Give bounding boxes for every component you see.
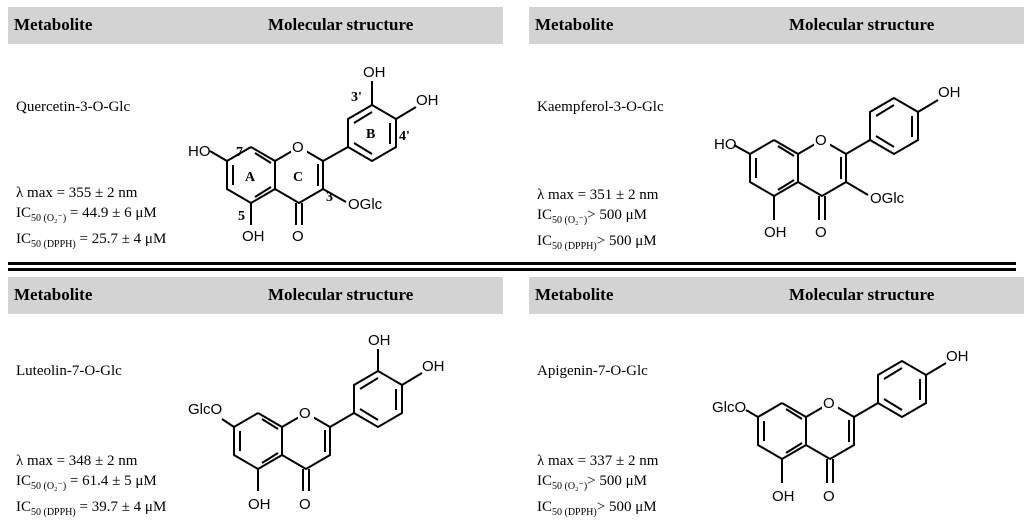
hydroxyl-4p: OH — [416, 92, 439, 109]
hydroxyl-5: OH — [242, 228, 265, 245]
position-3-label: 3 — [326, 190, 333, 205]
header-molecular-structure: Molecular structure — [268, 285, 414, 304]
header-metabolite: Metabolite — [14, 285, 93, 304]
lambda-max: λ max = 348 ± 2 nm — [16, 453, 138, 469]
ring-a-label: A — [245, 170, 256, 185]
header-molecular-structure: Molecular structure — [789, 15, 935, 34]
separator-line — [8, 262, 1016, 265]
o-glucoside-7: GlcO — [188, 401, 222, 418]
hydroxyl-7: HO — [714, 136, 737, 153]
table-header: Metabolite Molecular structure — [529, 7, 1024, 44]
ic50-o2: IC50 (O₂⁻)> 500 μM — [537, 473, 647, 492]
header-metabolite: Metabolite — [14, 15, 93, 34]
metabolite-name: Quercetin-3-O-Glc — [16, 99, 131, 115]
metabolite-name: Apigenin-7-O-Glc — [537, 363, 648, 379]
properties: λ max = 351 ± 2 nm IC50 (O₂⁻)> 500 μM IC… — [537, 185, 658, 257]
table-header: Metabolite Molecular structure — [529, 277, 1024, 314]
separator-line — [8, 268, 1016, 271]
keto-oxygen: O — [292, 228, 304, 245]
keto-oxygen: O — [299, 496, 311, 513]
molecular-structure-kaempferol: O HO OH O OGlc OH — [714, 84, 961, 241]
hydroxyl-5: OH — [248, 496, 271, 513]
hydroxyl-5: OH — [764, 224, 787, 241]
header-molecular-structure: Molecular structure — [789, 285, 935, 304]
properties: λ max = 355 ± 2 nm IC50 (O₂⁻) = 44.9 ± 6… — [16, 183, 166, 255]
position-7-label: 7 — [236, 145, 243, 160]
header-metabolite: Metabolite — [535, 285, 614, 304]
ic50-o2: IC50 (O₂⁻)> 500 μM — [537, 207, 647, 226]
hydroxyl-7: HO — [188, 143, 211, 160]
hydroxyl-4p: OH — [946, 348, 969, 365]
hydroxyl-5: OH — [772, 488, 795, 505]
position-4p-label: 4' — [399, 129, 410, 144]
table-header: Metabolite Molecular structure — [8, 7, 503, 44]
lambda-max: λ max = 351 ± 2 nm — [537, 187, 659, 203]
lambda-max: λ max = 355 ± 2 nm — [16, 185, 138, 201]
ring-b-label: B — [366, 127, 375, 142]
panel-kaempferol: Metabolite Molecular structure Kaempfero… — [529, 7, 1024, 262]
hydroxyl-3p: OH — [368, 332, 391, 349]
panel-luteolin: Metabolite Molecular structure Luteolin-… — [8, 277, 503, 532]
position-3p-label: 3' — [351, 90, 362, 105]
molecular-structure-apigenin: O GlcO OH O OH — [712, 348, 969, 505]
metabolite-name: Kaempferol-3-O-Glc — [537, 99, 664, 115]
ic50-dpph: IC50 (DPPH)> 500 μM — [537, 233, 657, 252]
ic50-dpph: IC50 (DPPH)> 500 μM — [537, 499, 657, 518]
hydroxyl-3p: OH — [363, 64, 386, 81]
properties: λ max = 348 ± 2 nm IC50 (O₂⁻) = 61.4 ± 5… — [16, 451, 166, 523]
ring-oxygen: O — [292, 139, 304, 156]
ic50-o2: IC50 (O₂⁻) = 44.9 ± 6 μM — [16, 205, 157, 224]
keto-oxygen: O — [815, 224, 827, 241]
position-5-label: 5 — [238, 209, 245, 224]
molecular-structure-luteolin: O GlcO OH O OH OH — [188, 332, 445, 513]
ic50-o2: IC50 (O₂⁻) = 61.4 ± 5 μM — [16, 473, 157, 492]
keto-oxygen: O — [823, 488, 835, 505]
ring-c-label: C — [293, 170, 303, 185]
o-glucoside-7: GlcO — [712, 399, 746, 416]
hydroxyl-4p: OH — [938, 84, 961, 101]
table-header: Metabolite Molecular structure — [8, 277, 503, 314]
panel-quercetin: Metabolite Molecular structure Quercetin… — [8, 7, 503, 262]
o-glucoside: OGlc — [870, 190, 905, 207]
properties: λ max = 337 ± 2 nm IC50 (O₂⁻)> 500 μM IC… — [537, 451, 658, 523]
ic50-dpph: IC50 (DPPH) = 39.7 ± 4 μM — [16, 499, 167, 518]
metabolite-name: Luteolin-7-O-Glc — [16, 363, 122, 379]
ring-oxygen: O — [823, 395, 835, 412]
lambda-max: λ max = 337 ± 2 nm — [537, 453, 659, 469]
panel-apigenin: Metabolite Molecular structure Apigenin-… — [529, 277, 1024, 532]
header-molecular-structure: Molecular structure — [268, 15, 414, 34]
o-glucoside: OGlc — [348, 196, 383, 213]
ic50-dpph: IC50 (DPPH) = 25.7 ± 4 μM — [16, 231, 167, 250]
ring-oxygen: O — [299, 405, 311, 422]
ring-oxygen: O — [815, 132, 827, 149]
molecular-structure-quercetin: O HO OH O OGlc OH OH 7 5 3 3' 4' A B C — [188, 64, 439, 245]
hydroxyl-4p: OH — [422, 358, 445, 375]
header-metabolite: Metabolite — [535, 15, 614, 34]
